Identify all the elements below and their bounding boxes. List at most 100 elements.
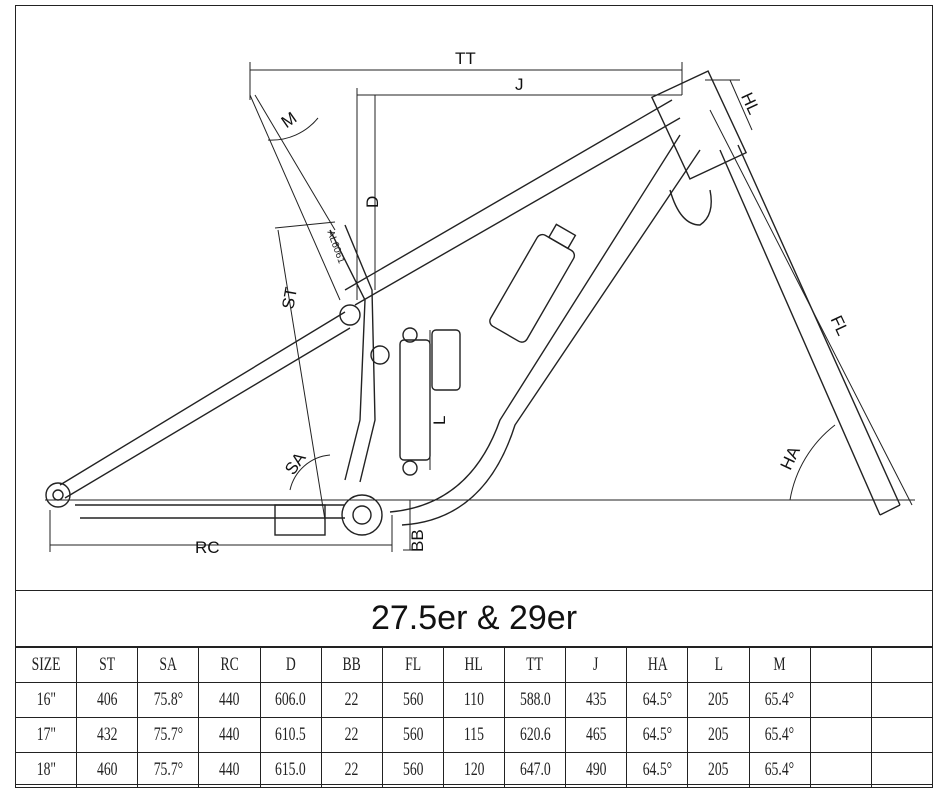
cell-text: J — [593, 654, 599, 675]
label-j: J — [515, 75, 524, 94]
cell-text: 75.7° — [153, 724, 184, 745]
table-cell: BB — [320, 646, 383, 683]
table-cell — [809, 752, 872, 788]
table-cell: 205 — [687, 682, 750, 718]
table-cell: 75.7° — [137, 717, 200, 753]
table-row: 17" 432 75.7° 440 610.5 22 560 115 620.6 465 64.5°… — [14, 717, 934, 753]
cell-text: 440 — [219, 759, 240, 780]
table-cell: D — [259, 646, 322, 683]
cell-text: 490 — [585, 759, 607, 780]
table-cell: TT — [503, 646, 567, 683]
table-cell — [870, 752, 934, 788]
cell-text: 465 — [585, 724, 607, 745]
table-cell: 435 — [565, 682, 628, 718]
table-cell: 18" — [14, 752, 78, 788]
table-cell: 432 — [76, 717, 139, 753]
table-cell: 610.5 — [259, 717, 322, 753]
cell-text: 560 — [402, 759, 424, 780]
cell-text: 65.4° — [764, 759, 795, 780]
cell-text: 460 — [96, 759, 118, 780]
cell-text: 610.5 — [275, 724, 306, 745]
cell-text: ST — [99, 654, 116, 675]
table-cell: SA — [137, 646, 200, 683]
table-cell: 440 — [198, 752, 261, 788]
table-cell — [809, 682, 872, 718]
cell-text: SIZE — [31, 654, 61, 675]
table-cell: 110 — [442, 682, 506, 718]
table-cell: FL — [381, 646, 444, 683]
frame-marking: AL6061 — [324, 229, 346, 266]
cell-text: 432 — [96, 724, 118, 745]
cell-text: TT — [526, 654, 544, 675]
cell-text: 620.6 — [519, 724, 551, 745]
size-title: 27.5er & 29er — [15, 590, 933, 646]
table-cell — [809, 717, 872, 753]
cell-text: BB — [342, 654, 361, 675]
table-cell: 647.0 — [503, 752, 567, 788]
table-cell: 440 — [198, 682, 261, 718]
table-cell: HL — [442, 646, 506, 683]
label-sa: SA — [281, 448, 310, 478]
table-cell: 65.4° — [748, 682, 811, 718]
label-d: D — [363, 196, 382, 208]
table-cell: 205 — [687, 752, 750, 788]
table-cell: SIZE — [14, 646, 78, 683]
table-cell: 120 — [442, 752, 506, 788]
label-st: ST — [278, 286, 300, 311]
cell-text: 406 — [96, 689, 118, 710]
label-hl: HL — [737, 90, 763, 118]
table-cell: 22 — [320, 752, 383, 788]
cell-text: 205 — [708, 759, 729, 780]
cell-text: 435 — [585, 689, 607, 710]
table-cell: 75.7° — [137, 752, 200, 788]
cell-text: 22 — [344, 759, 359, 780]
table-cell: 64.5° — [626, 682, 689, 718]
cell-text: SA — [159, 654, 178, 675]
table-cell: 22 — [320, 682, 383, 718]
table-cell: 560 — [381, 717, 444, 753]
cell-text: 16" — [36, 689, 56, 710]
table-cell — [870, 646, 934, 683]
label-m: M — [278, 108, 301, 132]
cell-text: L — [714, 654, 723, 675]
cell-text: 440 — [219, 689, 240, 710]
cell-text: 22 — [344, 689, 359, 710]
cell-text: 64.5° — [642, 689, 673, 710]
table-cell: 17" — [14, 717, 78, 753]
label-bb: BB — [408, 529, 427, 552]
label-tt: TT — [455, 49, 476, 68]
table-cell: ST — [76, 646, 139, 683]
cell-text: 205 — [708, 689, 729, 710]
cell-text: 64.5° — [642, 724, 673, 745]
table-cell: 560 — [381, 682, 444, 718]
table-cell: 606.0 — [259, 682, 322, 718]
cell-text: 75.7° — [153, 759, 184, 780]
cell-text: HL — [464, 654, 484, 675]
cell-text: M — [773, 654, 786, 675]
dimension-lines — [45, 62, 915, 552]
table-cell: RC — [198, 646, 261, 683]
cell-text: 115 — [463, 724, 484, 745]
label-l: L — [430, 416, 449, 425]
cell-text: 588.0 — [519, 689, 551, 710]
table-cell: 615.0 — [259, 752, 322, 788]
cell-text: 647.0 — [519, 759, 551, 780]
cell-text: D — [285, 654, 296, 675]
frame-tubes — [45, 70, 901, 536]
water-bottle — [489, 223, 577, 343]
cell-text: 440 — [219, 724, 240, 745]
cell-text: 22 — [344, 724, 359, 745]
cell-text: 615.0 — [275, 759, 306, 780]
table-cell — [870, 717, 934, 753]
table-cell: 490 — [565, 752, 628, 788]
cell-text: 75.8° — [153, 689, 184, 710]
table-cell: M — [748, 646, 811, 683]
table-cell: L — [687, 646, 750, 683]
label-fl: FL — [827, 312, 853, 338]
table-cell: 205 — [687, 717, 750, 753]
table-cell: 115 — [442, 717, 506, 753]
table-cell: 65.4° — [748, 752, 811, 788]
table-cell: 65.4° — [748, 717, 811, 753]
